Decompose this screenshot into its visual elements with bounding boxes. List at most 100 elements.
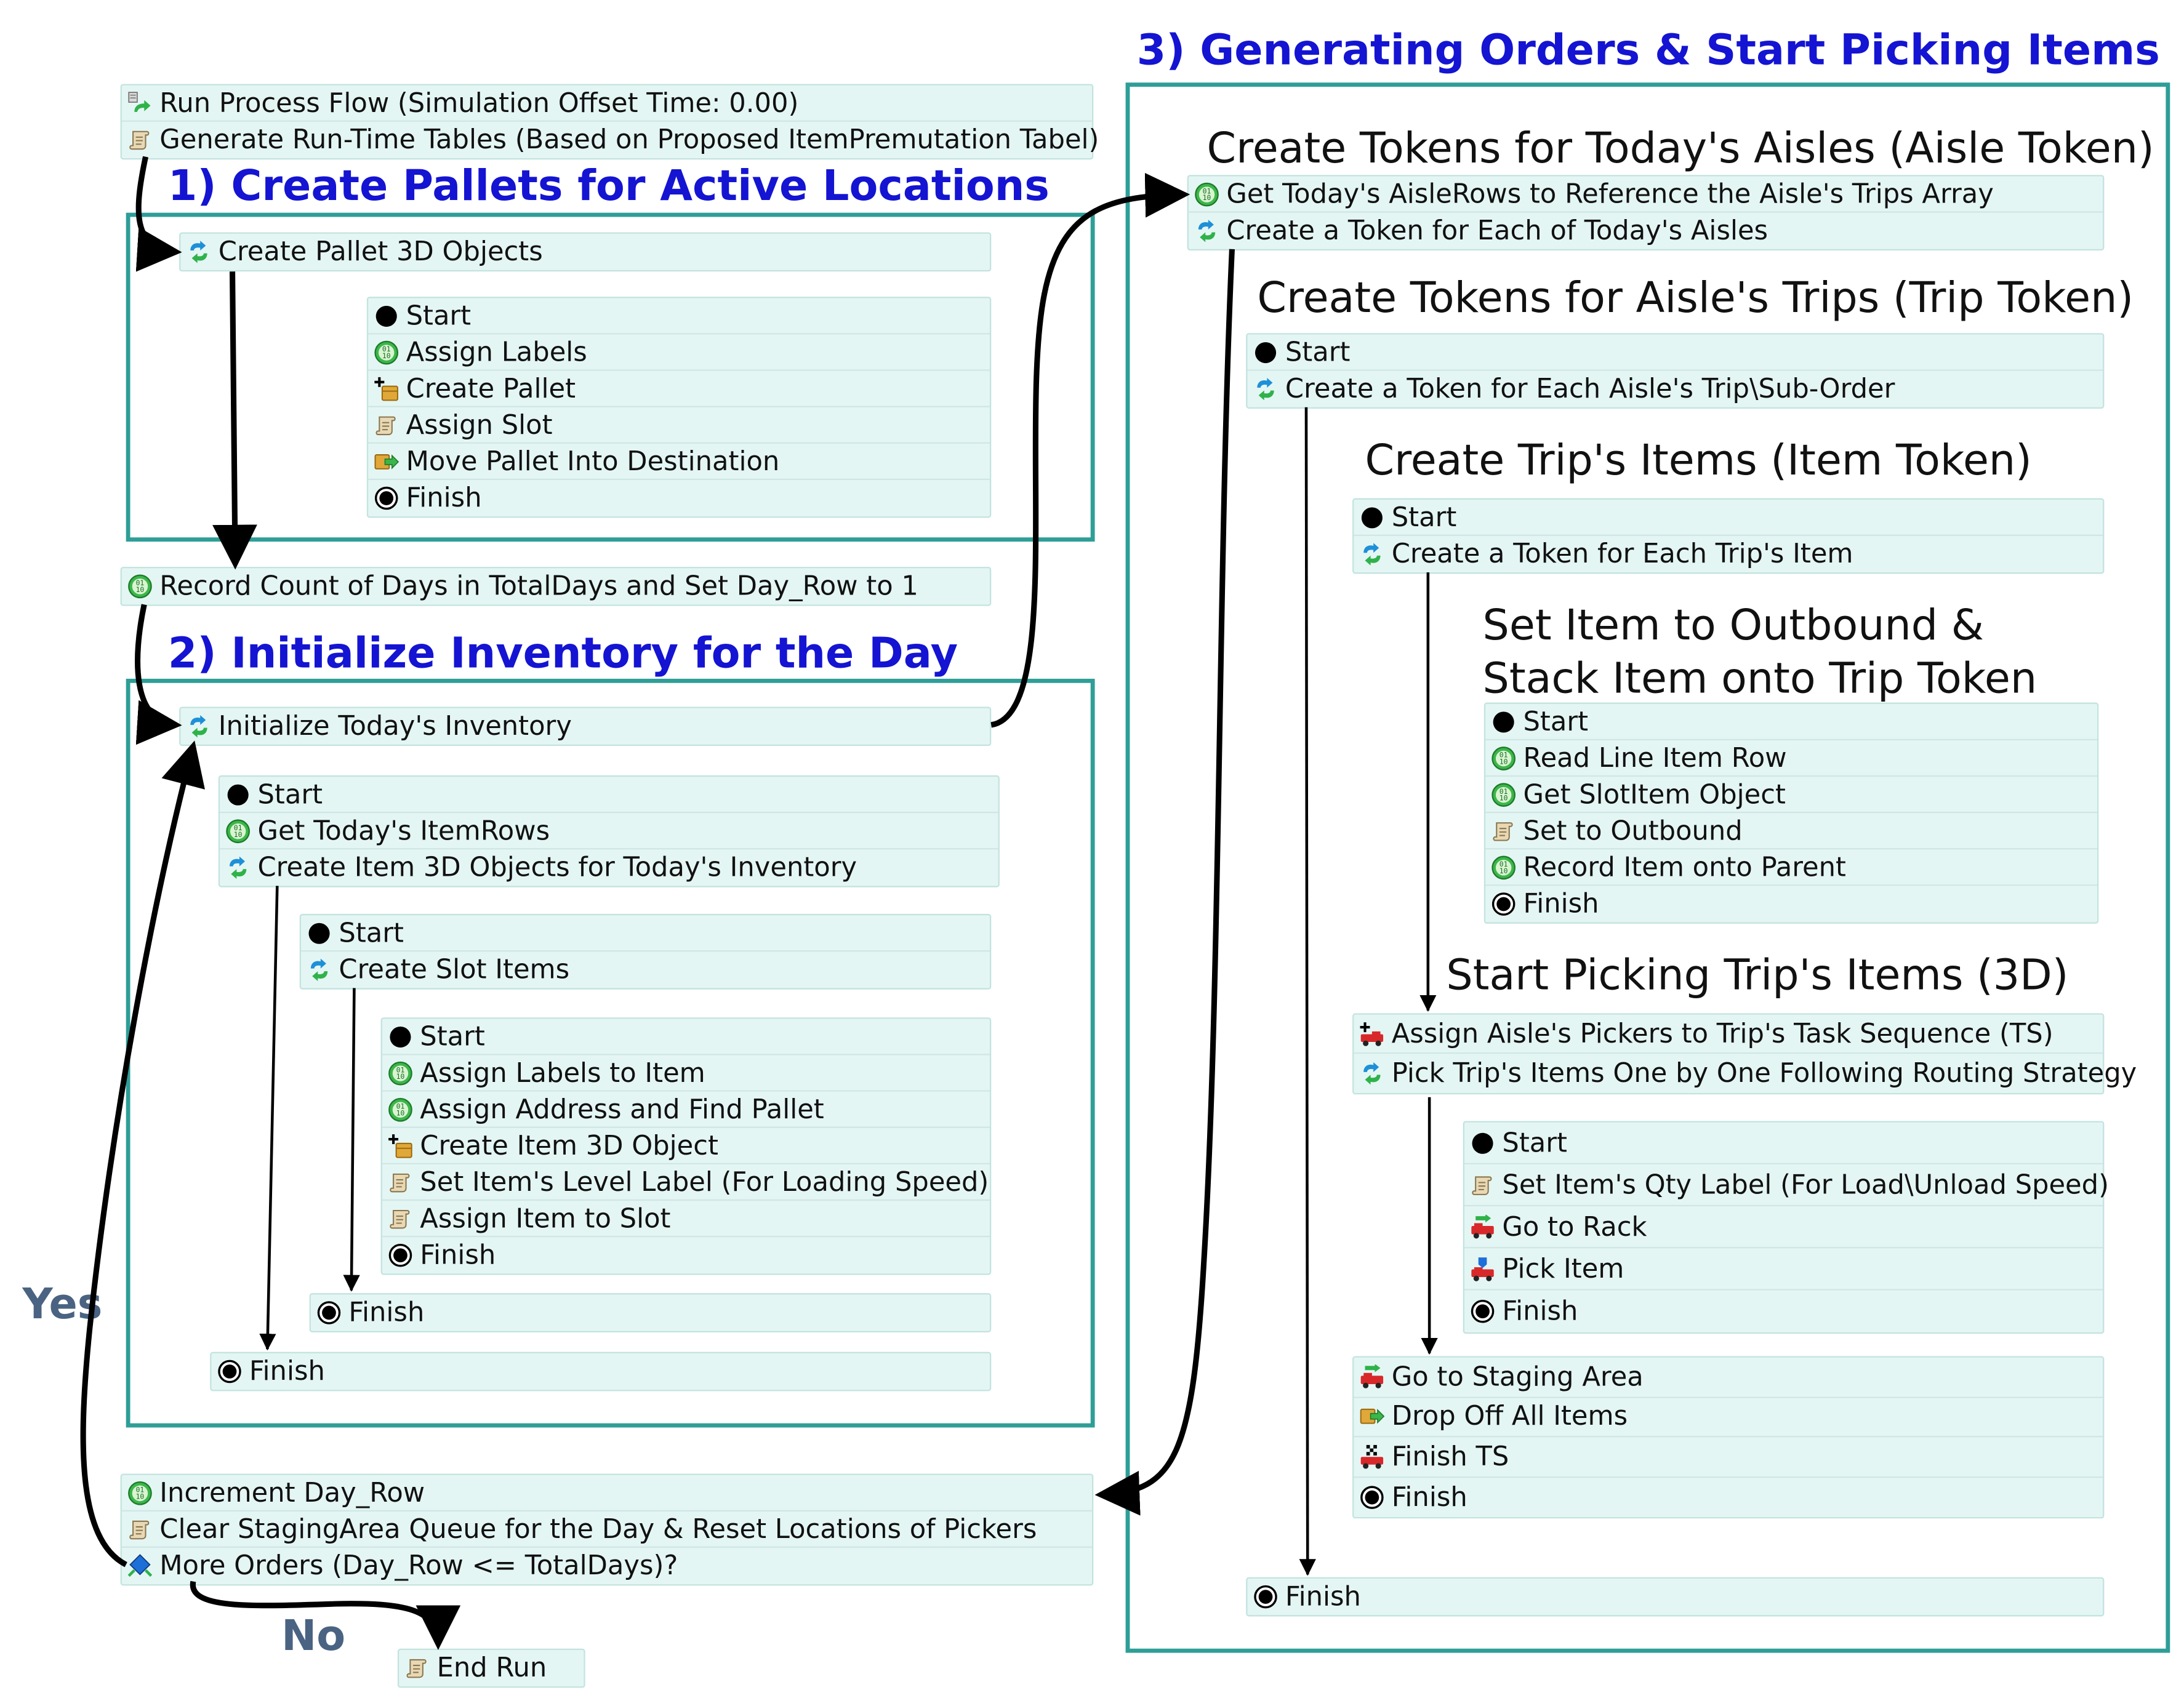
decide-icon <box>127 1553 153 1579</box>
activity-row[interactable]: Set to Outbound <box>1485 813 2097 850</box>
activity-row[interactable]: Finish <box>368 480 990 516</box>
activity-row[interactable]: Set Item's Qty Label (For Load\Unload Sp… <box>1464 1164 2109 1207</box>
activity-label: Create a Token for Each Aisle's Trip\Sub… <box>1285 374 1895 405</box>
activity-row[interactable]: Drop Off All Items <box>1354 1398 2103 1438</box>
start-icon <box>1491 709 1516 734</box>
activity-row[interactable]: Pick Item <box>1464 1248 2103 1291</box>
activity-row[interactable]: Start <box>382 1019 990 1055</box>
start-icon <box>1470 1130 1495 1155</box>
activity-row[interactable]: More Orders (Day_Row <= TotalDays)? <box>122 1548 1092 1584</box>
arrow-init-to-section3 <box>990 172 1190 728</box>
svg-text:01: 01 <box>1499 859 1508 868</box>
picking-header: Start Picking Trip's Items (3D) <box>1446 951 2069 1001</box>
section-3-frame <box>1125 82 2170 1653</box>
activity-label: Finish <box>1502 1296 1578 1327</box>
activity-row[interactable]: Finish <box>1485 886 2097 922</box>
activity-row[interactable]: Go to Rack <box>1464 1206 2103 1249</box>
script-icon <box>404 1656 430 1681</box>
activity-row[interactable]: Move Pallet Into Destination <box>368 444 990 480</box>
activity-label: Create Item 3D Objects for Today's Inven… <box>257 852 857 883</box>
svg-text:01: 01 <box>136 579 145 587</box>
activity-label: Set to Outbound <box>1523 815 1743 846</box>
activity-row[interactable]: Create Pallet 3D Objects <box>180 234 990 270</box>
activity-row[interactable]: Initialize Today's Inventory <box>180 708 990 745</box>
activity-row[interactable]: Start <box>300 915 990 952</box>
activity-row[interactable]: Create a Token for Each of Today's Aisle… <box>1189 213 2103 249</box>
activity-row[interactable]: Go to Staging Area <box>1354 1358 2103 1398</box>
activity-row[interactable]: Start <box>1354 500 2103 536</box>
activity-row[interactable]: Create Pallet <box>368 371 990 407</box>
activity-label: Assign Slot <box>406 409 553 441</box>
activity-label: Initialize Today's Inventory <box>218 711 572 742</box>
activity-label: Clear StagingArea Queue for the Day & Re… <box>159 1513 1037 1545</box>
loop-icon <box>1359 542 1384 567</box>
activity-row[interactable]: Finish <box>1464 1291 2103 1332</box>
loop-icon <box>186 714 211 739</box>
activity-row[interactable]: Start <box>1485 704 2097 740</box>
activity-row[interactable]: Start <box>368 298 990 335</box>
activity-row[interactable]: Run Process Flow (Simulation Offset Time… <box>121 86 1093 122</box>
activity-row[interactable]: Assign Slot <box>368 407 990 444</box>
activity-row[interactable]: Create a Token for Each Aisle's Trip\Sub… <box>1247 371 2103 407</box>
activity-label: Generate Run-Time Tables (Based on Propo… <box>159 124 1099 156</box>
activity-row[interactable]: Create a Token for Each Trip's Item <box>1354 536 2103 572</box>
activity-row[interactable]: Finish <box>211 1353 990 1390</box>
activity-row[interactable]: Start <box>1247 334 2103 371</box>
activity-row[interactable]: Finish TS <box>1354 1437 2103 1478</box>
activity-row[interactable]: Assign Aisle's Pickers to Trip's Task Se… <box>1354 1015 2103 1054</box>
finish-icon <box>1253 1584 1279 1609</box>
script-icon <box>388 1206 413 1231</box>
activity-label: Pick Trip's Items One by One Following R… <box>1391 1058 2137 1089</box>
activity-row[interactable]: Generate Run-Time Tables (Based on Propo… <box>122 122 1099 158</box>
svg-text:01: 01 <box>382 344 391 353</box>
activity-row[interactable]: Assign Item to Slot <box>382 1201 990 1238</box>
activity-row[interactable]: Create Slot Items <box>301 951 990 988</box>
activity-label: Assign Aisle's Pickers to Trip's Task Se… <box>1391 1018 2054 1049</box>
svg-text:01: 01 <box>1203 186 1211 194</box>
finish-icon <box>1491 892 1516 917</box>
activity-row[interactable]: Set Item's Level Label (For Loading Spee… <box>382 1164 990 1201</box>
move-object-icon <box>374 449 399 474</box>
activity-row[interactable]: Start <box>220 777 998 814</box>
activity-row[interactable]: Finish <box>382 1237 990 1273</box>
section-2-title: 2) Initialize Inventory for the Day <box>167 630 958 679</box>
arrow-yes-loop <box>80 740 205 1568</box>
activity-row[interactable]: Create Item 3D Objects for Today's Inven… <box>220 849 998 886</box>
arrow-no-to-end <box>190 1580 461 1651</box>
activity-label: Start <box>420 1020 485 1052</box>
activity-row[interactable]: Start <box>1464 1123 2103 1164</box>
section-3-title: 3) Generating Orders & Start Picking Ite… <box>1136 26 2160 76</box>
activity-row[interactable]: Clear StagingArea Queue for the Day & Re… <box>121 1512 1093 1548</box>
activity-label: Move Pallet Into Destination <box>406 446 780 477</box>
finish-slot-box: Finish <box>309 1293 992 1332</box>
activity-row[interactable]: Finish <box>311 1294 990 1331</box>
arrow-slot-items-to-finish <box>343 988 360 1292</box>
activity-row[interactable]: Pick Trip's Items One by One Following R… <box>1354 1054 2137 1093</box>
activity-row[interactable]: End Run <box>399 1650 584 1686</box>
activity-row[interactable]: Create Item 3D Object <box>382 1128 990 1164</box>
activity-row[interactable]: Finish <box>1247 1579 2103 1615</box>
activity-row[interactable]: Finish <box>1354 1477 2103 1517</box>
loop-icon <box>186 239 211 265</box>
